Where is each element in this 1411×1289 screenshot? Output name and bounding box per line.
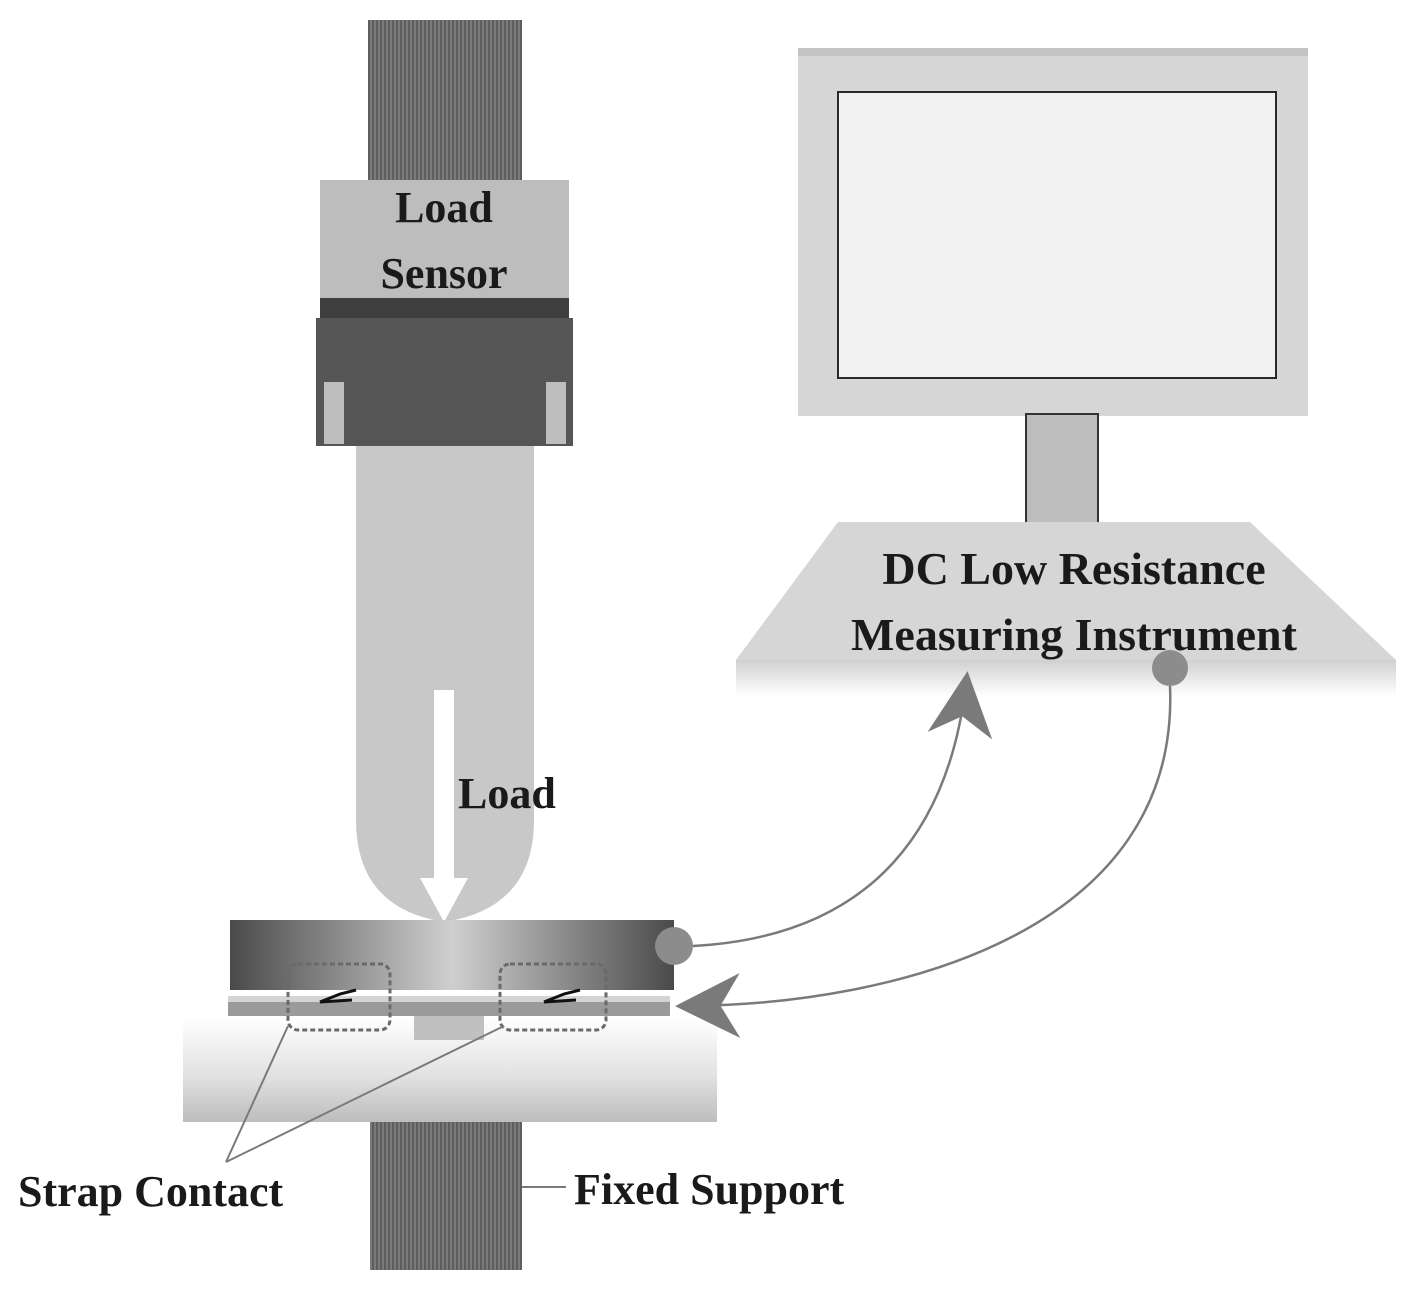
instrument-shadow	[736, 660, 1396, 696]
monitor-stand	[1025, 413, 1099, 525]
strap-contact-box-right	[498, 962, 608, 1032]
clamp-top	[320, 298, 569, 320]
clamp-body	[316, 318, 573, 446]
load-label: Load	[458, 769, 556, 818]
strap-contact-mark-right	[543, 988, 581, 1004]
fixed-support-label: Fixed Support	[574, 1165, 845, 1214]
instrument-label-line2: Measuring Instrument	[851, 609, 1298, 660]
instrument-label-line1: DC Low Resistance	[882, 543, 1265, 594]
top-plate	[230, 920, 674, 990]
upper-rod	[368, 20, 522, 182]
clamp-right-tab	[546, 382, 566, 444]
wire-to-strap	[675, 685, 1172, 1038]
strap-plate-highlight	[228, 996, 670, 1002]
base-center-spacer	[414, 1016, 484, 1040]
monitor-screen	[837, 91, 1277, 379]
lower-rod	[370, 1122, 522, 1270]
instrument-connector	[1152, 650, 1188, 686]
strap-contact-box-left	[286, 962, 392, 1032]
wire-to-instrument	[692, 671, 993, 948]
strap-contact-leader-right	[225, 1025, 505, 1163]
top-plate-connector	[655, 927, 693, 965]
load-arrow-head	[420, 878, 468, 922]
clamp-left-tab	[324, 382, 344, 444]
instrument-base	[736, 522, 1396, 660]
strap-contact-label: Strap Contact	[18, 1167, 284, 1216]
strap-contact-leader-left	[225, 1025, 289, 1163]
load-sensor-label-line2: Sensor	[380, 249, 507, 298]
monitor-frame-edge	[798, 48, 1308, 56]
load-sensor-block	[320, 180, 569, 298]
load-arrow-shaft	[434, 690, 454, 880]
strap-contact-mark-left	[319, 988, 357, 1004]
load-sensor-label-line1: Load	[395, 183, 493, 232]
loading-probe	[356, 446, 534, 922]
